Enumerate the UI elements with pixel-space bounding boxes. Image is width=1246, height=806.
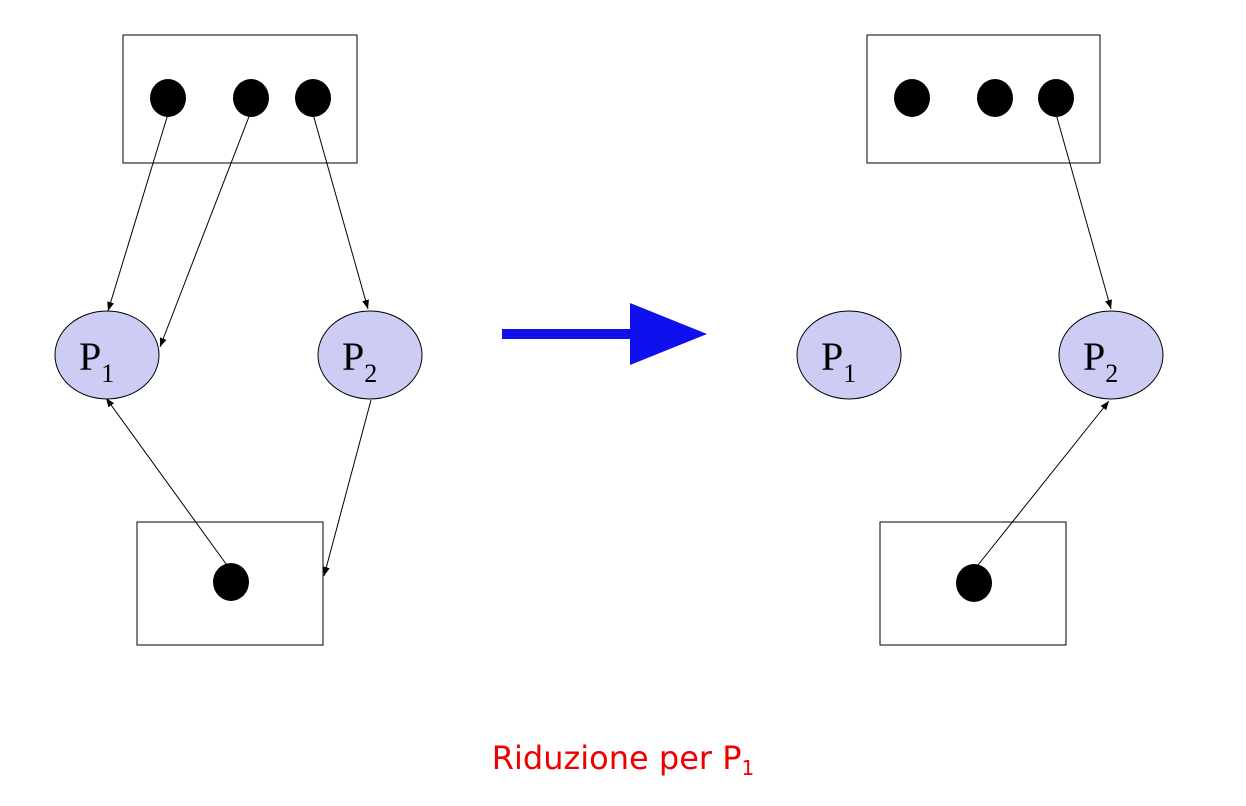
process-letter: P	[1083, 334, 1105, 379]
resource-r1-box	[866, 34, 1101, 164]
edge-p2-request-r2	[322, 399, 372, 577]
process-letter: P	[821, 334, 843, 379]
resource-r1-instance-1	[894, 79, 930, 117]
resource-r1-instance-2	[233, 79, 269, 117]
svg-text:P2: P2	[1083, 334, 1118, 388]
resource-r1-instance-3	[295, 79, 331, 117]
resource-r2-box	[136, 521, 324, 646]
resource-r1-box	[122, 34, 358, 164]
caption-subscript: 1	[741, 756, 755, 780]
resource-r2-instance-1	[956, 564, 992, 602]
svg-text:P2: P2	[342, 334, 377, 388]
edge-r1-i3-to-p2	[312, 113, 369, 310]
edge-r2-i1-to-p1	[105, 397, 230, 569]
process-p1: P1	[796, 310, 902, 400]
edge-r1-i3-to-p2	[1055, 113, 1112, 310]
process-p2: P2	[1058, 310, 1164, 400]
transition-arrow-icon	[502, 303, 707, 365]
resource-r1-instance-1	[150, 79, 186, 117]
diagram-caption: Riduzione per P1	[0, 738, 1246, 778]
resource-r2-instance-1	[213, 563, 249, 601]
edge-r1-i2-to-p1	[159, 113, 251, 348]
left-graph: P1 P2	[54, 34, 423, 646]
process-index: 2	[1105, 359, 1118, 388]
process-p1: P1	[54, 310, 160, 400]
resource-r2-box	[879, 521, 1067, 646]
svg-text:P1: P1	[79, 334, 114, 388]
resource-r1-instance-3	[1038, 79, 1074, 117]
edge-r1-i1-to-p1	[107, 113, 169, 312]
process-p2: P2	[317, 310, 423, 400]
process-letter: P	[79, 334, 101, 379]
svg-text:P1: P1	[821, 334, 856, 388]
process-index: 1	[843, 359, 856, 388]
process-index: 1	[101, 359, 114, 388]
caption-text: Riduzione per P	[491, 739, 742, 777]
resource-r1-instance-2	[977, 79, 1013, 117]
edge-r2-i1-to-p2	[973, 400, 1110, 571]
process-index: 2	[364, 359, 377, 388]
process-letter: P	[342, 334, 364, 379]
right-graph: P1 P2	[796, 34, 1164, 646]
